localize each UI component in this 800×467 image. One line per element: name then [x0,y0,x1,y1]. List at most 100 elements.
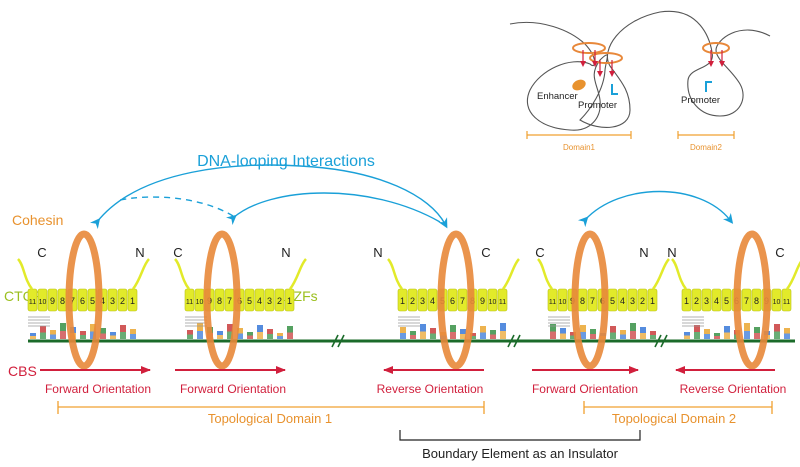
c-terminus-label: C [481,245,490,260]
zinc-finger [117,288,128,312]
inset-promoter-label-1: Promoter [578,100,617,111]
zinc-finger [284,288,295,312]
domain2-label: Topological Domain 2 [612,411,736,426]
inset-promoter-label-2: Promoter [681,95,720,106]
zinc-finger [447,288,458,312]
zinc-finger-number: 7 [590,296,595,306]
cohesin-ring [203,230,241,370]
ctcf-tail [501,258,520,290]
zinc-finger [557,288,568,312]
orientation-label-forward-2: Forward Orientation [180,382,286,396]
zinc-finger-number: 11 [783,299,790,306]
zinc-finger [457,288,468,312]
zinc-finger-number: 8 [754,296,759,306]
cohesin-ring [65,230,103,370]
zinc-finger [627,288,638,312]
loop-arc-2-dashed [119,196,234,217]
ctcf-tail [288,258,307,290]
looping-arcs [89,164,734,230]
ctcf-tail [174,258,191,290]
inset-domain1-bracket [526,131,632,139]
zinc-finger-number: 1 [684,296,689,306]
zinc-finger-number: 8 [217,296,222,306]
zinc-finger-number: 10 [773,299,781,306]
cohesin-label: Cohesin [12,212,63,228]
zinc-finger [741,288,752,312]
zinc-finger-number: 3 [110,296,115,306]
cbs-motif-logo [28,316,136,339]
n-terminus-label: N [281,245,290,260]
zinc-finger-number: 2 [277,296,282,306]
ctcf-tail [671,258,688,290]
domain1-bracket [57,401,485,414]
zinc-finger-number: 2 [410,296,415,306]
zinc-finger-number: 10 [39,299,47,306]
zinc-finger-number: 2 [694,296,699,306]
inset-enhancer-icon [572,79,586,91]
zinc-finger-number: 11 [29,299,36,306]
zinc-finger-number: 4 [100,296,105,306]
zinc-finger-number: 7 [227,296,232,306]
zinc-finger [397,288,408,312]
n-terminus-label: N [373,245,382,260]
zinc-finger [47,288,58,312]
cbs-motif-logo [548,316,656,339]
inset-domain2-label: Domain2 [690,143,723,152]
zinc-finger [477,288,488,312]
zinc-finger [127,288,138,312]
zinc-finger [691,288,702,312]
zinc-finger [617,288,628,312]
zinc-finger [487,288,498,312]
n-terminus-label: N [639,245,648,260]
c-terminus-label: C [173,245,182,260]
zinc-finger [647,288,658,312]
zinc-finger [771,288,782,312]
zinc-finger-number: 8 [580,296,585,306]
zinc-finger-number: 1 [400,296,405,306]
cohesin-ring [733,230,771,370]
zinc-finger-number: 1 [650,296,655,306]
boundary-label: Boundary Element as an Insulator [422,446,619,461]
zinc-finger [547,288,558,312]
orientation-label-reverse-1: Reverse Orientation [377,382,484,396]
cbs-label: CBS [8,363,37,379]
zinc-finger-number: 6 [450,296,455,306]
zinc-finger [637,288,648,312]
zinc-finger-number: 6 [80,296,85,306]
zinc-finger [77,288,88,312]
loop-arc-3 [225,192,441,226]
zinc-finger-number: 9 [50,296,55,306]
zinc-finger-number: 5 [247,296,252,306]
zinc-finger [244,288,255,312]
zinc-finger-number: 3 [704,296,709,306]
orientation-label-forward-3: Forward Orientation [532,382,638,396]
zinc-finger-number: 5 [724,296,729,306]
zinc-finger [701,288,712,312]
zinc-finger-number: 1 [287,296,292,306]
boundary-bracket [399,430,641,441]
zinc-finger-number: 5 [610,296,615,306]
zinc-finger [587,288,598,312]
loop-arc-4 [577,190,734,228]
ctcf-tail [17,258,34,290]
zinc-finger-number: 10 [559,299,567,306]
zinc-finger-number: 4 [620,296,625,306]
inset-chromatin-fiber [509,10,771,131]
domain1-label: Topological Domain 1 [208,411,332,426]
zinc-finger-number: 11 [499,299,506,306]
zinc-finger [711,288,722,312]
c-terminus-label: C [775,245,784,260]
zinc-finger [254,288,265,312]
zinc-finger [497,288,508,312]
zinc-finger-number: 10 [196,299,204,306]
zinc-finger-number: 1 [130,296,135,306]
zinc-finger-number: 4 [257,296,262,306]
inset-promoter-arrow-2 [705,81,712,92]
zinc-finger-number: 10 [489,299,497,306]
zinc-finger-number: 9 [480,296,485,306]
